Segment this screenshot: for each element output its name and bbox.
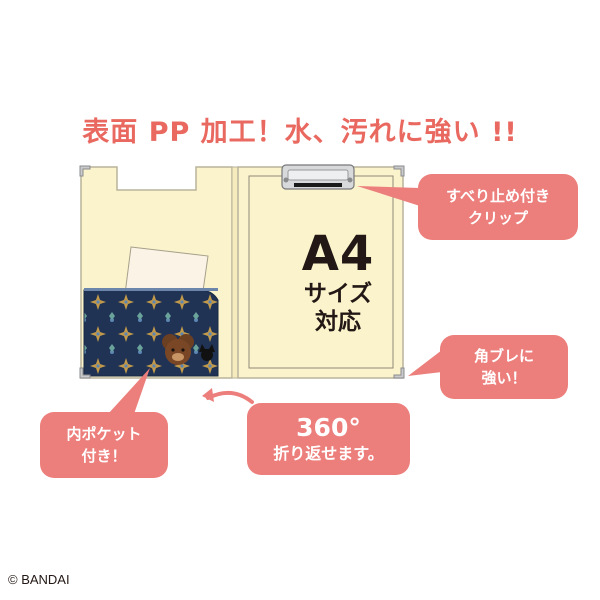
corner-callout-pointer [408,350,442,376]
cat-mascot [199,344,215,361]
clip-callout-pointer [357,186,420,206]
fold-callout-line2: 折り返せます。 [273,444,384,463]
clip-callout: すべり止め付き クリップ [418,174,578,240]
spine [231,166,239,379]
clip-callout-line2: クリップ [467,209,528,227]
corner-callout: 角ブレに 強い！ [440,335,568,399]
fold-callout: 360° 折り返せます。 [247,403,410,475]
fold-arrow [206,390,254,404]
pocket-callout-line1: 内ポケット [66,425,142,443]
corner-protectors [79,165,405,379]
pocket-callout: 内ポケット 付き！ [40,412,168,478]
headline: 表面 PP 加工！水、汚れに強い !! [82,117,518,148]
a4-size-label: A4 サイズ 対応 [258,228,418,336]
pocket-callout-pointer [108,368,150,414]
bear-mascot [162,334,194,365]
corner-callout-line2: 強い！ [481,369,527,387]
a4-line3: 対応 [315,309,361,335]
a4-line2: サイズ [303,281,373,307]
pocket-callout-line2: 付き！ [81,447,127,465]
clip [281,164,355,190]
clip-callout-line1: すべり止め付き [446,187,550,205]
a4-big-text: A4 [301,226,375,282]
corner-callout-line1: 角ブレに [473,347,534,365]
a4-sheet [248,175,394,369]
fold-callout-line1: 360° [296,413,361,442]
copyright: © BANDAI [8,572,70,587]
inner-pocket [83,289,219,377]
